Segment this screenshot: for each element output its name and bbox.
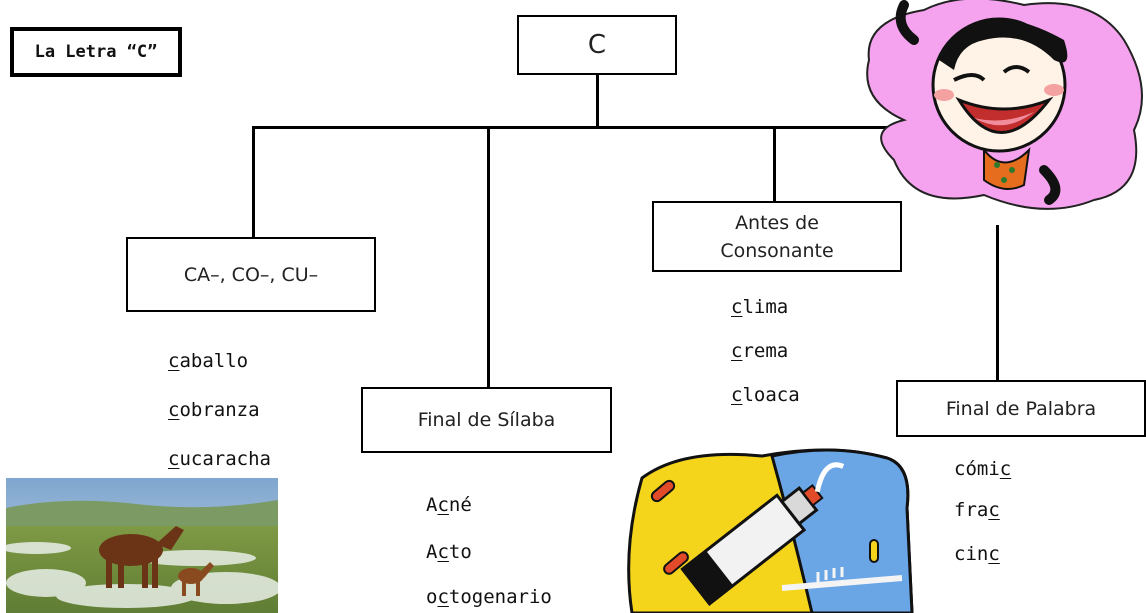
example-word: Acné: [426, 494, 472, 516]
branch-3-label-line2: Consonante: [720, 239, 834, 262]
horse-photo: [6, 478, 278, 613]
root-node: C: [517, 15, 677, 75]
horizontal-connector: [252, 126, 957, 129]
example-word: frac: [954, 499, 1000, 521]
example-word: Acto: [426, 541, 472, 563]
example-word: crema: [731, 340, 789, 362]
example-word: cinc: [954, 543, 1000, 565]
branch-2-stem: [487, 126, 490, 388]
branch-2-label: Final de Sílaba: [417, 409, 556, 431]
branch-2-node: Final de Sílaba: [361, 387, 612, 453]
example-word: clima: [731, 296, 789, 318]
branch-3-node: Antes de Consonante: [652, 201, 902, 272]
root-stem: [596, 75, 599, 128]
example-word: cloaca: [731, 384, 800, 406]
example-word: octogenario: [426, 586, 552, 608]
title-box: La Letra “C”: [10, 27, 182, 77]
example-word: caballo: [168, 350, 249, 372]
branch-1-stem: [252, 126, 255, 238]
branch-3-label-line1: Antes de: [735, 211, 819, 234]
branch-3-stem: [773, 126, 776, 202]
branch-1-node: CA–, CO–, CU–: [126, 237, 376, 312]
branch-1-label: CA–, CO–, CU–: [183, 263, 319, 286]
title-text: La Letra “C”: [34, 42, 158, 62]
branch-4-node: Final de Palabra: [896, 380, 1146, 437]
toothpaste-clipart: [627, 448, 914, 613]
root-label: C: [587, 30, 607, 60]
example-word: cucaracha: [168, 448, 271, 470]
example-word: cobranza: [168, 399, 260, 421]
branch-4-label: Final de Palabra: [945, 397, 1097, 420]
girl-flower-clipart: [866, 0, 1143, 210]
branch-4-stem: [996, 225, 999, 381]
example-word: cómic: [954, 458, 1012, 480]
